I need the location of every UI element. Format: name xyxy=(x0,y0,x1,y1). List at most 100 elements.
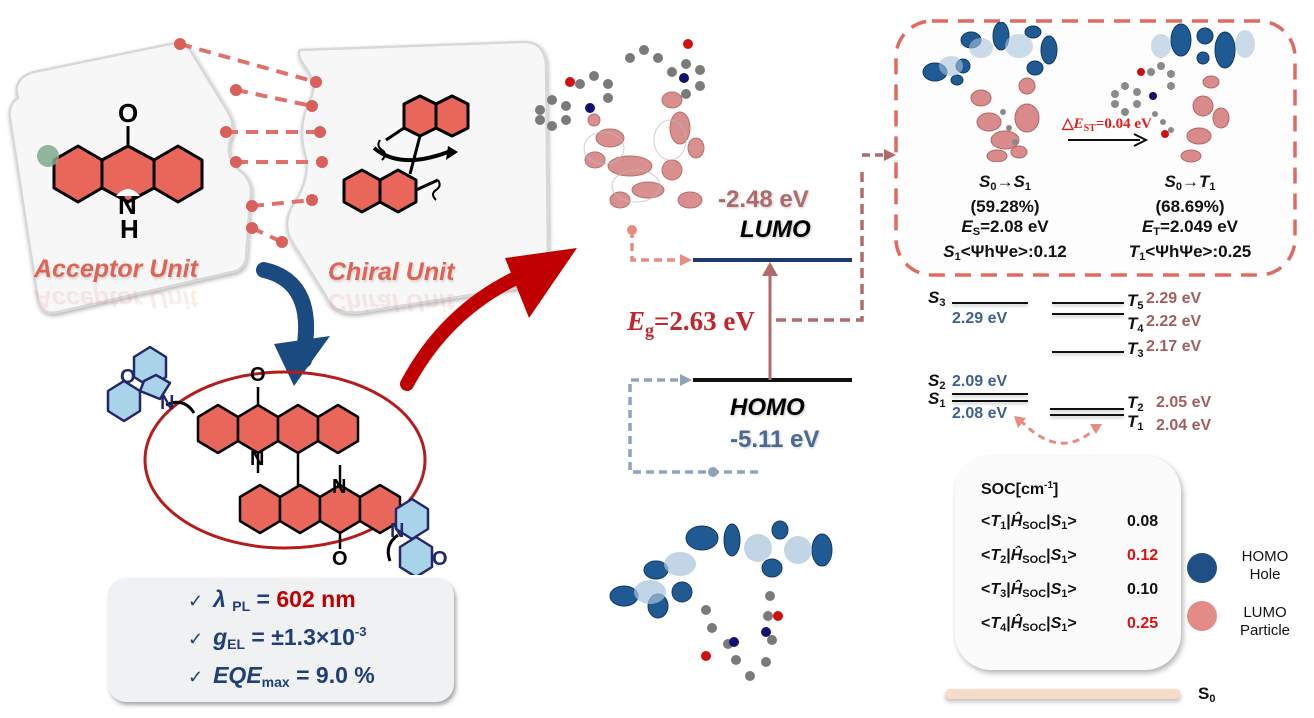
sub: 3 xyxy=(939,297,946,309)
sub: S xyxy=(972,226,981,238)
eq: = xyxy=(245,624,272,650)
lumo-particle-legend-icon xyxy=(1187,601,1217,631)
acceptor-o-label: O xyxy=(118,98,139,128)
delta-est-e: E xyxy=(1073,116,1084,132)
t5-energy: 2.29 eV xyxy=(1146,290,1202,307)
n: S xyxy=(928,389,940,408)
acceptor-unit-label: Acceptor Unit xyxy=(34,255,198,283)
arrow: → xyxy=(1181,172,1199,191)
hamiltonian-sub: SOC xyxy=(1022,554,1047,566)
l1: LUMO xyxy=(1243,604,1287,621)
delta-est-label: △EST=0.04 eV xyxy=(1062,114,1152,134)
ground-state-plate xyxy=(945,689,1181,699)
s: S xyxy=(943,242,955,261)
properties-box: ✓λ PL = 602 nm ✓gEL = ±1.3×10-3 ✓EQEmax … xyxy=(108,578,454,702)
s1-energy: 2.08 eV xyxy=(952,405,1008,422)
gap-value: =2.63 eV xyxy=(654,306,755,336)
e: E xyxy=(961,217,973,236)
n: T xyxy=(1127,291,1138,310)
homo-energy: -5.11 eV xyxy=(730,426,820,453)
t1-overlap: T1<ΨhΨe>:0.25 xyxy=(1105,242,1275,267)
s3-level xyxy=(952,302,1028,304)
acceptor-n-label: N xyxy=(118,190,137,220)
core-o-bottom: O xyxy=(332,548,348,570)
sub: 2 xyxy=(939,380,946,392)
sub: 2 xyxy=(1137,402,1144,414)
singlet: S xyxy=(1050,547,1062,564)
soc-row: <T3|ĤSOC|S1>0.10 xyxy=(955,581,1181,605)
triplet-index: 4 xyxy=(1000,622,1007,634)
triplet-index: 1 xyxy=(1000,520,1007,532)
soc-title: SOC[cm-1] xyxy=(981,480,1058,499)
soc-row-expression: <T2|ĤSOC|S1> xyxy=(981,547,1077,566)
t1-label: T1 xyxy=(1127,412,1144,433)
eq: = xyxy=(250,586,277,612)
g-sub: EL xyxy=(227,636,246,652)
val: <ΨhΨe>:0.12 xyxy=(960,242,1067,261)
donor1-o: O xyxy=(120,366,136,388)
gap-sub: g xyxy=(645,320,655,340)
s2-level xyxy=(952,393,1028,395)
eq: = xyxy=(289,662,316,688)
t1-level xyxy=(1050,414,1124,416)
s3-energy: 2.29 eV xyxy=(952,310,1008,327)
attachment-point xyxy=(37,145,59,167)
val: =2.08 eV xyxy=(980,217,1049,236)
hamiltonian: Ĥ xyxy=(1010,615,1023,632)
t4-level xyxy=(1052,313,1124,315)
link-beads xyxy=(174,38,328,248)
isc-risc-arrow-icon xyxy=(1014,416,1102,445)
lambda-sub: PL xyxy=(232,598,251,614)
core-n-bottom: N xyxy=(332,476,347,498)
s0-t1-title: S0→T1 xyxy=(1105,172,1275,197)
sub: 1 xyxy=(1137,421,1144,433)
s: S xyxy=(1164,172,1176,191)
n: T xyxy=(1127,393,1138,412)
singlet: S xyxy=(1050,513,1062,530)
t: T xyxy=(1198,172,1210,191)
target-molecule xyxy=(106,345,434,575)
lambda-symbol: λ xyxy=(213,586,226,612)
property-lambda-pl: ✓λ PL = 602 nm xyxy=(188,586,356,614)
homo-pointer-dashed xyxy=(628,378,758,474)
soc-row: <T4|ĤSOC|S1>0.25 xyxy=(955,615,1181,639)
arrow: → xyxy=(996,172,1014,191)
n: T xyxy=(1127,412,1138,431)
l1: HOMO xyxy=(1241,548,1289,565)
singlet-index: 1 xyxy=(1061,622,1068,634)
e: E xyxy=(1141,217,1154,236)
s1-label: S1 xyxy=(928,389,945,410)
sup: -1 xyxy=(1044,480,1054,491)
sub: 5 xyxy=(1137,300,1144,312)
s1-ntos-render xyxy=(922,22,1058,162)
soc-value: 0.10 xyxy=(1127,581,1159,598)
s2-energy: 2.09 eV xyxy=(952,373,1008,390)
g-exponent: -3 xyxy=(354,624,367,639)
eqe-symbol: EQE xyxy=(213,662,262,688)
hamiltonian-sub: SOC xyxy=(1022,588,1047,600)
t2-energy: 2.05 eV xyxy=(1156,394,1212,411)
eqe-sub: max xyxy=(261,674,290,690)
s0-s1-transition-info: S0→S1 (59.28%) ES=2.08 eV S1<ΨhΨe>:0.12 xyxy=(920,172,1090,267)
triplet: T xyxy=(990,581,1001,598)
l2: Particle xyxy=(1239,622,1291,639)
connector-arrow-icon xyxy=(862,149,896,161)
triplet-index: 3 xyxy=(1000,588,1007,600)
homo-molecule-render xyxy=(609,520,833,681)
lumo-energy: -2.48 eV xyxy=(718,186,809,213)
sub: T xyxy=(1153,226,1161,238)
g-symbol: g xyxy=(213,624,228,650)
check-icon: ✓ xyxy=(188,591,204,611)
t1-energy: 2.04 eV xyxy=(1156,417,1212,434)
s1-level xyxy=(952,400,1028,402)
t3-energy: 2.17 eV xyxy=(1146,338,1202,355)
s0-s1-title: S0→S1 xyxy=(920,172,1090,197)
property-g-el: ✓gEL = ±1.3×10-3 xyxy=(188,624,366,652)
t2-level xyxy=(1050,408,1124,410)
transition-box-border xyxy=(894,19,1297,277)
t4-energy: 2.22 eV xyxy=(1146,313,1202,330)
singlet-index: 1 xyxy=(1061,554,1068,566)
binaphthyl-structure xyxy=(342,94,470,214)
soc-value: 0.08 xyxy=(1127,513,1159,530)
